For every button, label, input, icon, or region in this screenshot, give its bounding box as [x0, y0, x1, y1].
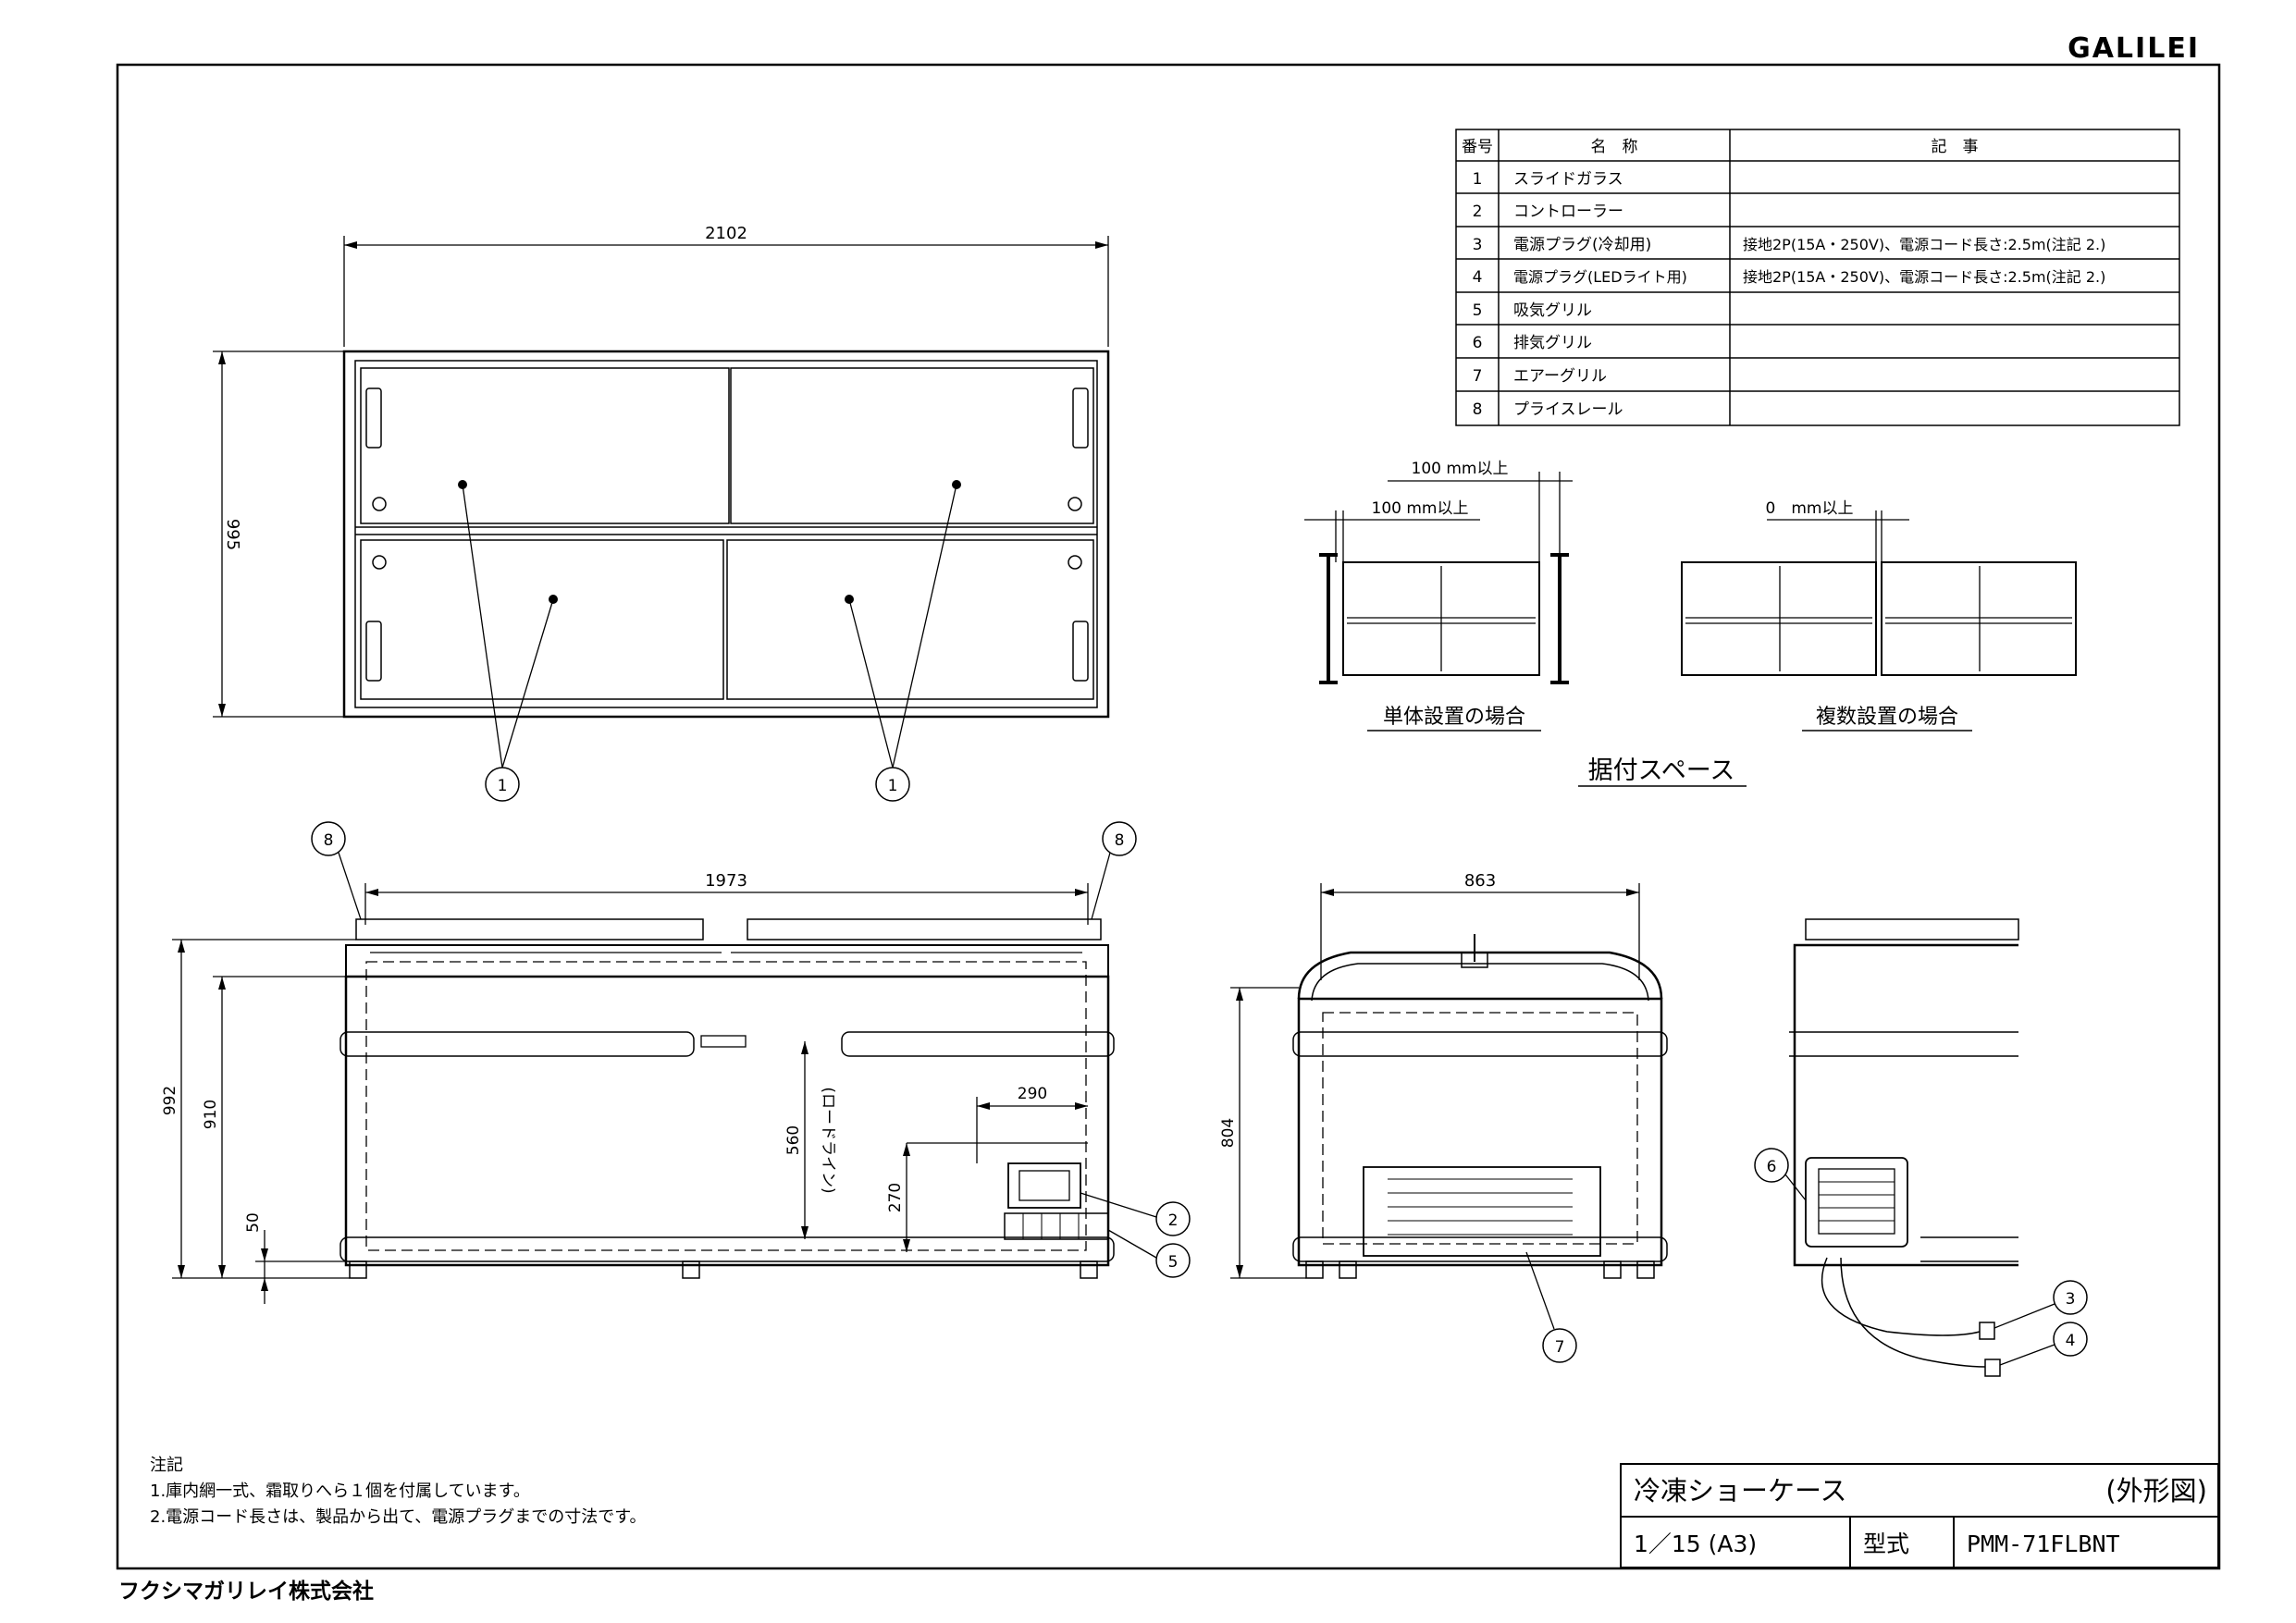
height-body-dim: 910	[202, 1100, 220, 1129]
multiple-dim: 0 mm以上	[1766, 499, 1854, 518]
table-row-note: 接地2P(15A・250V)、電源コード長さ:2.5m(注記 2.)	[1743, 236, 2105, 253]
multiple-install-label: 複数設置の場合	[1816, 706, 1958, 729]
table-header-no: 番号	[1462, 138, 1493, 156]
table-header-note: 記 事	[1932, 138, 1979, 156]
drawing-scale: 1／15 (A3)	[1634, 1531, 1757, 1557]
table-row-name: スライドガラス	[1513, 170, 1623, 189]
table-row-no: 3	[1473, 236, 1483, 254]
table-row-no: 4	[1473, 268, 1483, 287]
side-width-dim: 863	[1464, 871, 1496, 891]
table-row-no: 8	[1473, 400, 1483, 419]
note-item: 2.電源コード長さは、製品から出て、電源プラグまでの寸法です。	[150, 1507, 646, 1527]
company-name: フクシマガリレイ株式会社	[118, 1579, 374, 1604]
install-space-title: 据付スペース	[1588, 756, 1735, 785]
load-line-dim: 560	[784, 1125, 803, 1155]
table-row-no: 2	[1473, 203, 1483, 221]
parts-table: 番号 名 称 記 事 1 スライドガラス 2 コントローラー 3 電源プラグ(冷…	[1455, 129, 2180, 426]
top-depth-dim: 995	[223, 519, 242, 550]
table-row-name: エアーグリル	[1513, 367, 1607, 386]
product-name: 冷凍ショーケース	[1634, 1475, 1847, 1506]
ctrl-height-dim: 270	[886, 1183, 905, 1212]
table-header-name: 名 称	[1591, 138, 1638, 156]
single-install-label: 単体設置の場合	[1383, 706, 1525, 729]
leg-height-dim: 50	[244, 1212, 263, 1233]
table-row-name: 排気グリル	[1513, 334, 1592, 352]
top-width-dim: 2102	[705, 224, 747, 243]
top-view: 2102 995 1 1	[213, 224, 1110, 802]
table-row-no: 6	[1473, 334, 1483, 352]
table-row-no: 1	[1473, 170, 1483, 189]
front-width-dim: 1973	[705, 871, 747, 891]
ctrl-offset-dim: 290	[1018, 1085, 1047, 1103]
notes: 注記 1.庫内網一式、霜取りへら１個を付属しています。 2.電源コード長さは、製…	[150, 1456, 646, 1527]
callout-1-right: 1	[888, 777, 898, 795]
table-row-name: プライスレール	[1513, 400, 1623, 419]
notes-heading: 注記	[150, 1456, 183, 1475]
callout-7: 7	[1555, 1338, 1565, 1357]
callout-5: 5	[1168, 1253, 1179, 1272]
callout-8-right: 8	[1115, 831, 1125, 850]
title-block: 冷凍ショーケース (外形図) 1／15 (A3) 型式 PMM-71FLBNT	[1620, 1463, 2219, 1568]
table-row-name: コントローラー	[1513, 203, 1623, 221]
table-row-name: 電源プラグ(冷却用)	[1513, 236, 1651, 254]
note-item: 1.庫内網一式、霜取りへら１個を付属しています。	[150, 1482, 530, 1501]
side-view: 863 804 7	[1219, 871, 1668, 1363]
callout-4: 4	[2066, 1332, 2076, 1350]
model-label: 型式	[1863, 1531, 1909, 1557]
sheet-border	[116, 63, 2221, 1570]
front-view: 1973 560 (ロードライン)	[161, 821, 1191, 1304]
install-space: 100 mm以上 100 mm以上 単体設置の場合 0 mm以上 複数設置の場合…	[1304, 460, 2077, 787]
callout-2: 2	[1168, 1211, 1179, 1230]
callout-6: 6	[1767, 1158, 1777, 1176]
brand-logo: GALILEI	[2068, 32, 2200, 65]
height-total-dim: 992	[161, 1086, 179, 1115]
drawing-type: (外形図)	[2105, 1475, 2207, 1506]
table-row-no: 5	[1473, 301, 1483, 320]
callout-3: 3	[2066, 1290, 2076, 1309]
rear-view: 6 3 4	[1754, 918, 2088, 1377]
table-row-no: 7	[1473, 367, 1483, 386]
single-dim-inner: 100 mm以上	[1372, 499, 1469, 518]
callout-8-left: 8	[324, 831, 334, 850]
callout-1-left: 1	[498, 777, 508, 795]
single-dim-top: 100 mm以上	[1412, 460, 1509, 478]
side-height-dim: 804	[1219, 1118, 1238, 1148]
table-row-name: 吸気グリル	[1513, 301, 1592, 320]
table-row-note: 接地2P(15A・250V)、電源コード長さ:2.5m(注記 2.)	[1743, 268, 2105, 286]
table-row-name: 電源プラグ(LEDライト用)	[1513, 268, 1687, 286]
model-number: PMM-71FLBNT	[1967, 1531, 2120, 1557]
load-line-label: (ロードライン)	[819, 1087, 837, 1193]
